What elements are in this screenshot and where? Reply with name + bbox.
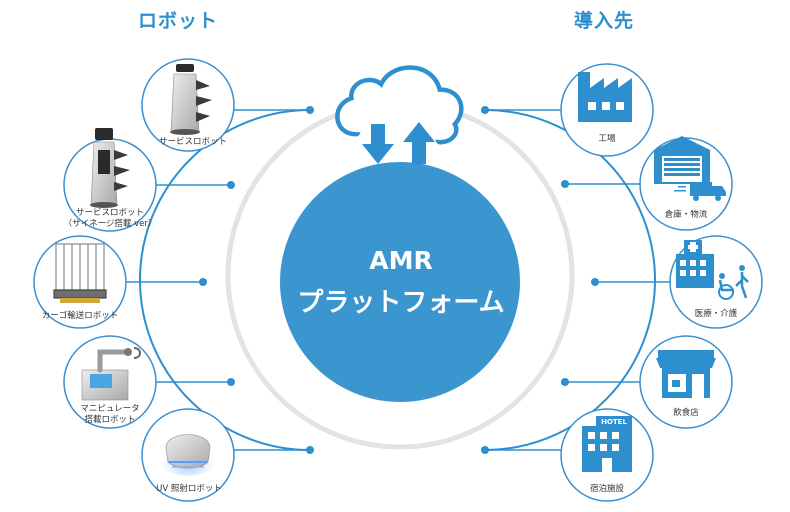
signage-robot-icon — [90, 128, 130, 208]
destination-label-hospital: 医療・介護 — [694, 309, 738, 319]
robot-label-service: サービスロボット — [158, 137, 227, 147]
robot-node-service — [141, 58, 235, 152]
manipulator-robot-icon — [81, 347, 141, 401]
robot-node-cargo — [33, 235, 127, 329]
destination-label-factory: 工場 — [598, 134, 616, 144]
destinations-connector-arc — [481, 106, 675, 454]
robot-label-cargo: カーゴ輸送ロボット — [41, 311, 119, 321]
hotel-sign-text: HOTEL — [601, 418, 627, 426]
amr-platform-hub — [280, 162, 520, 402]
warehouse-icon — [654, 136, 726, 201]
destination-label-warehouse: 倉庫・物流 — [664, 210, 708, 220]
hotel-icon — [582, 416, 632, 472]
robot-label-manipulator: マニピュレータ 搭載ロボット — [80, 404, 140, 425]
destinations-heading: 導入先 — [574, 10, 635, 32]
service-robot-icon — [170, 64, 212, 135]
robot-label-uv: UV 照射ロボット — [156, 484, 222, 494]
robot-node-uv — [141, 408, 235, 502]
destination-node-factory — [560, 63, 654, 157]
destination-node-hospital — [669, 235, 763, 329]
cargo-robot-icon — [53, 243, 107, 303]
hub-title: AMR — [369, 246, 433, 275]
factory-icon — [578, 72, 632, 122]
destination-node-warehouse — [639, 136, 733, 231]
robot-node-manipulator — [63, 335, 157, 429]
uv-robot-icon — [160, 434, 216, 476]
hub-subtitle: プラットフォーム — [297, 288, 505, 318]
robots-connector-arc — [120, 106, 314, 454]
destination-node-hotel: HOTEL — [560, 408, 654, 502]
restaurant-icon — [656, 350, 716, 398]
robot-label-signage: サービスロボット （サイネージ搭載 ver） — [63, 208, 157, 229]
cloud-sync-icon — [335, 65, 464, 164]
destination-label-hotel: 宿泊施設 — [589, 484, 624, 494]
hospital-icon — [676, 240, 749, 300]
robots-heading: ロボット — [138, 10, 219, 32]
destination-label-restaurant: 飲食店 — [673, 408, 699, 418]
robot-node-signage — [63, 128, 157, 232]
destination-node-restaurant — [639, 335, 733, 429]
